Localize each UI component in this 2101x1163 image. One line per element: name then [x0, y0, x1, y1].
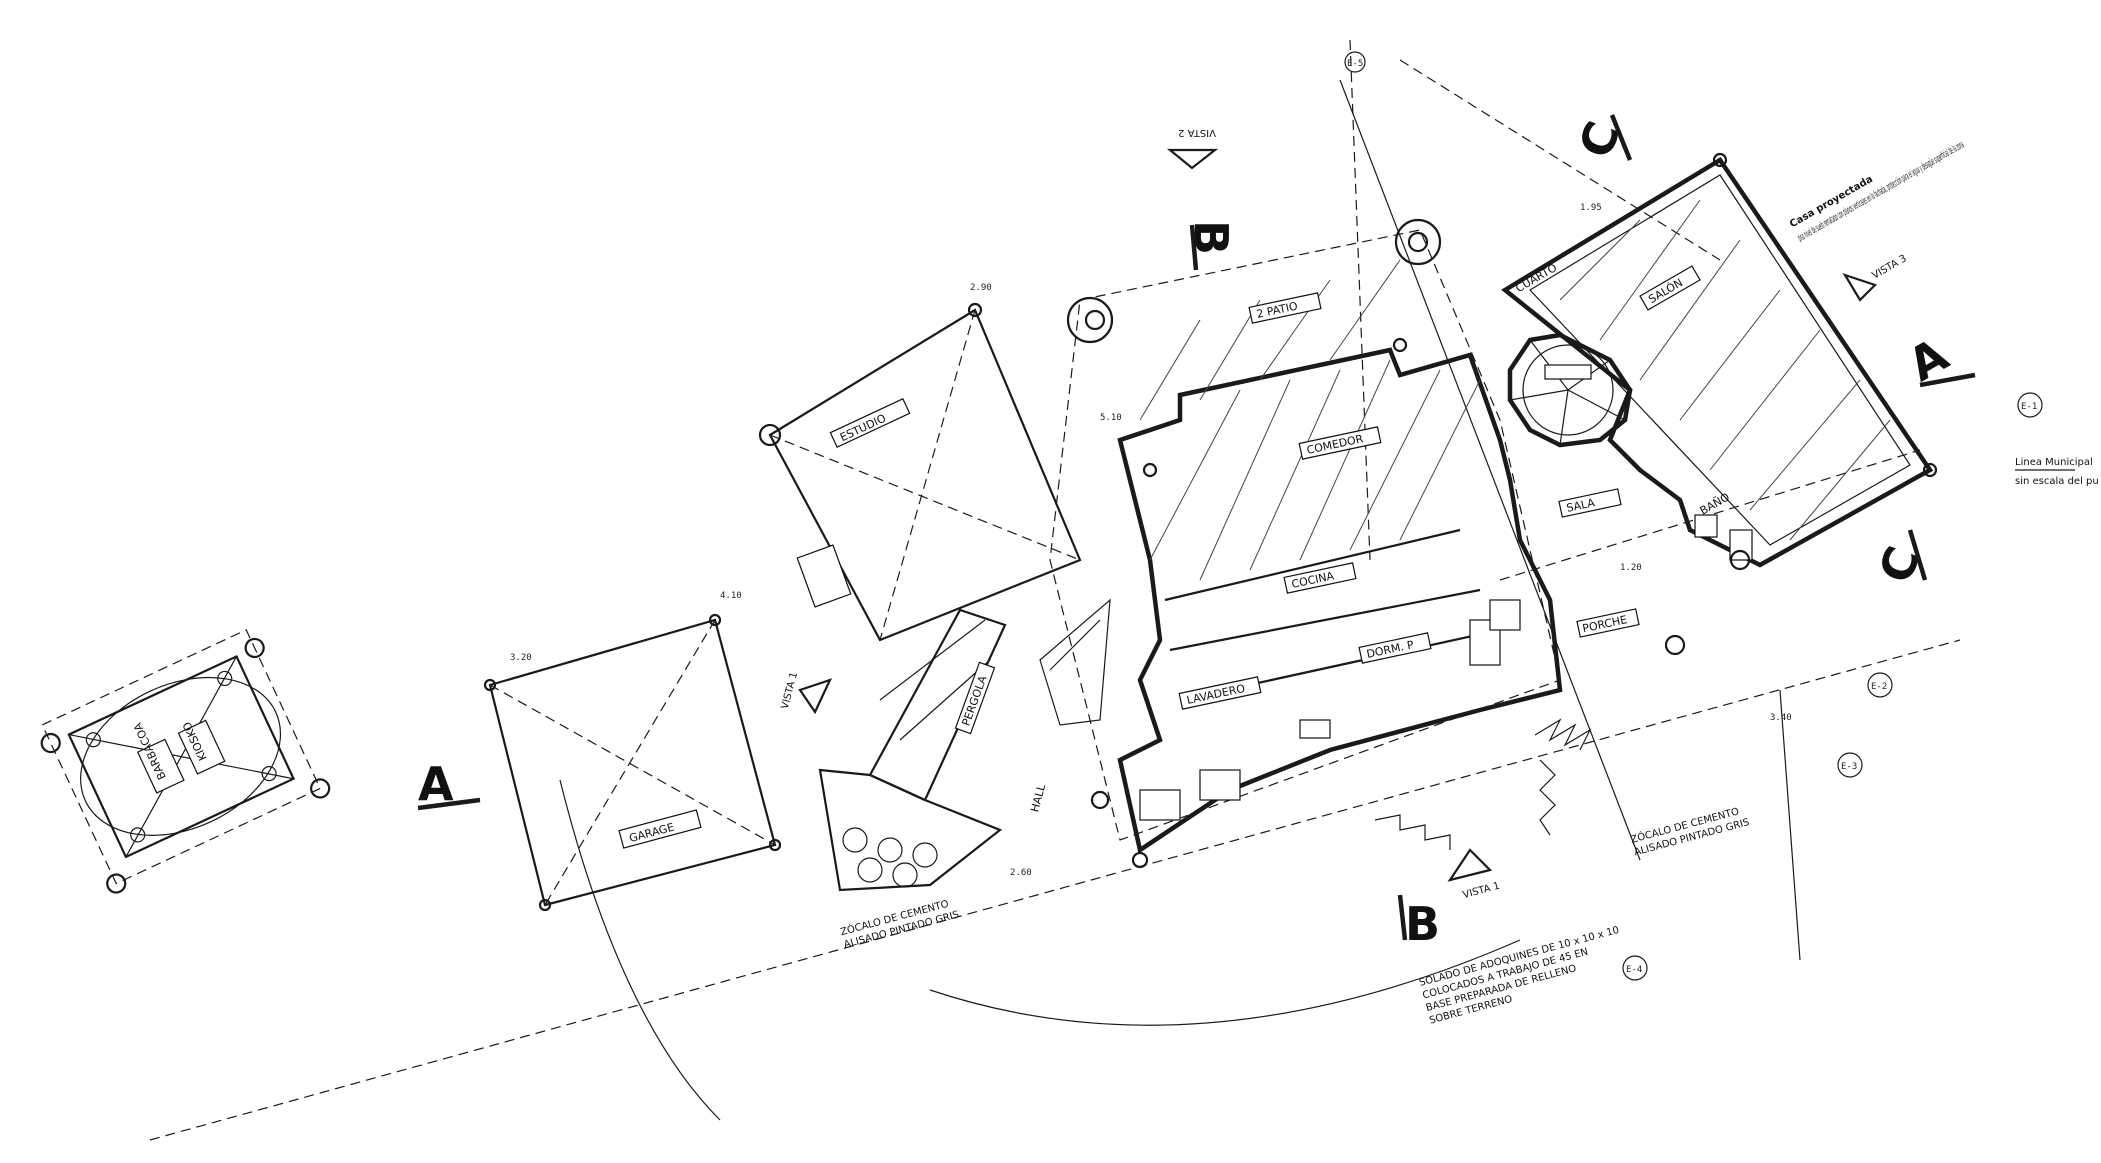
note-right: Linea Municipal sin escala del pu: [2015, 457, 2099, 487]
grid-bubble-2: [1867, 672, 1893, 698]
grid-bubble-2-label: E-2: [1871, 682, 1887, 692]
grid-bubble-3: [1837, 752, 1863, 778]
vista-1-left-label: VISTA 1: [780, 671, 800, 710]
grid-bubble-1-label: E-1: [2021, 402, 2037, 412]
section-marker-c-top: C: [1568, 114, 1633, 165]
section-marker-b-top: B: [1184, 220, 1238, 271]
vista-3-right-label: VISTA 3: [1870, 253, 1908, 281]
grid-bubble-4: [1622, 955, 1648, 981]
dim-5: 3.40: [1770, 713, 1792, 723]
section-b-bottom-letter: B: [1405, 897, 1440, 951]
dim-8: 1.20: [1620, 563, 1642, 573]
hatch-deck: [1139, 259, 1481, 581]
grid-bubble-5-label: E-5: [1347, 59, 1363, 69]
dim-4: 1.95: [1580, 203, 1602, 213]
note-zocalo-right: ZÓCALO DE CEMENTO ALISADO PINTADO GRIS: [1629, 804, 1751, 858]
note-top-right: Casa proyectada piso nivel de suelo rema…: [1788, 139, 1967, 244]
vista-2-top-label: VISTA 2: [1178, 127, 1216, 138]
vista-1-bottom-marker: VISTA 1: [1447, 848, 1501, 901]
section-marker-a-left: A: [417, 757, 481, 811]
section-marker-b-bottom: B: [1397, 894, 1440, 951]
vista-3-right-marker: VISTA 3: [1842, 253, 1909, 302]
note-bottom: SOLADO DE ADOQUINES DE 10 x 10 x 10 COLO…: [1418, 925, 1620, 1027]
dim-1: 3.20: [510, 653, 532, 663]
dim-7: 5.10: [1100, 413, 1122, 423]
vista-1-left-marker: VISTA 1: [780, 671, 833, 715]
note-zocalo-left: ZÓCALO DE CEMENTO ALISADO PINTADO GRIS: [839, 897, 961, 951]
vista-1-bottom-label: VISTA 1: [1462, 881, 1501, 901]
pergola-ramp: PERGOLA: [818, 598, 1111, 892]
estudio-label: ESTUDIO: [838, 412, 888, 445]
grid-bubble-4-label: E-4: [1626, 965, 1642, 975]
dim-6: 2.60: [1010, 868, 1032, 878]
dimension-labels: 3.20 4.10 2.90 1.95 3.40 2.60 5.10 1.20: [510, 203, 1792, 878]
estudio-block: ESTUDIO: [758, 302, 1082, 642]
grid-bubble-5: [1344, 51, 1366, 73]
site-lines: [149, 39, 1961, 1141]
grid-bubbles: E-1 E-2 E-3 E-4 E-5: [1344, 51, 2043, 981]
sala-label: SALA: [1565, 496, 1596, 515]
main-house: 2 PATIO COMEDOR COCINA LAVADERO DORM. P …: [1028, 218, 1563, 854]
dim-3: 2.90: [970, 283, 992, 293]
section-marker-a-right: A: [1899, 327, 1976, 392]
note-top-right-body: piso nivel de suelo rematado con planos …: [1796, 139, 1967, 244]
stair-steps: [1374, 718, 1592, 850]
vista-2-top-marker: VISTA 2: [1166, 127, 1219, 170]
grid-bubble-3-label: E-3: [1841, 762, 1857, 772]
spiral-stair: SALA PORCHE: [1507, 332, 1640, 638]
cuarto-label: CUARTO: [1513, 261, 1559, 295]
pergola-label: PERGOLA: [959, 674, 989, 728]
grid-bubble-1: [2017, 392, 2043, 418]
gazebo-kiosk: BARBACOA KIOSKO: [40, 629, 331, 894]
column-markers: [1090, 337, 1751, 869]
section-marker-c-right: C: [1868, 529, 1931, 590]
hall-label: HALL: [1028, 782, 1048, 813]
dim-2: 4.10: [720, 591, 742, 601]
note-right-label-1: Linea Municipal: [2015, 457, 2093, 468]
note-right-label-2: sin escala del pu: [2015, 476, 2099, 487]
